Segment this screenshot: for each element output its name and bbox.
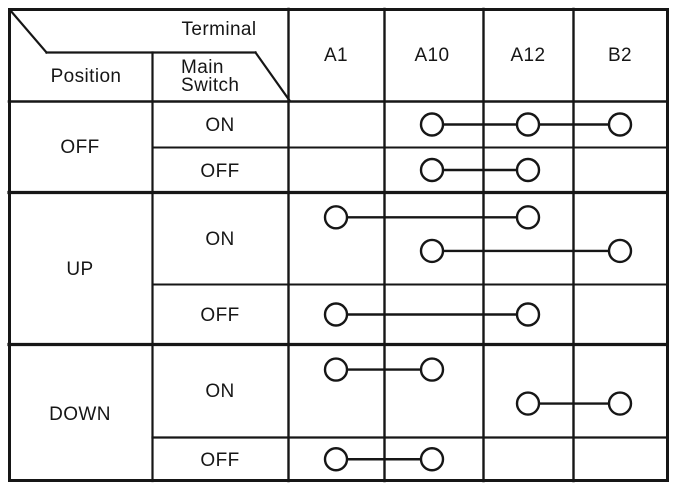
position-row-label-off: OFF <box>60 137 99 158</box>
terminal-contact-circle <box>419 357 445 382</box>
position-row-label-down: DOWN <box>49 404 111 425</box>
main-switch-label-line2: Switch <box>181 75 239 96</box>
switch-state-label: ON <box>205 229 234 250</box>
terminal-contact-circle <box>419 238 445 264</box>
terminal-contact-circle <box>323 447 349 472</box>
position-row-label-up: UP <box>66 259 93 280</box>
main-switch-label-line1: Main <box>181 57 224 78</box>
terminal-contact-circle <box>515 157 541 183</box>
terminal-contact-circle <box>515 302 541 327</box>
terminal-contact-circle <box>323 205 349 230</box>
terminal-contact-circle <box>323 302 349 327</box>
terminal-contact-circle <box>419 157 445 183</box>
terminal-contact-circle <box>515 112 541 137</box>
terminal-col-header-b2: B2 <box>608 45 632 66</box>
terminal-contact-circle <box>607 391 633 416</box>
terminal-col-header-a12: A12 <box>510 45 545 66</box>
terminal-contact-circle <box>607 238 633 264</box>
switch-state-label: ON <box>205 115 234 136</box>
header-diagonal-main-switch <box>253 50 292 103</box>
terminal-contact-circle <box>515 391 541 416</box>
table-outer-border <box>8 8 669 482</box>
header-diagonal-top <box>8 8 49 55</box>
connections-layer <box>323 112 633 472</box>
switch-state-label: OFF <box>200 450 239 471</box>
terminal-contact-circle <box>323 357 349 382</box>
terminal-contact-circle <box>419 447 445 472</box>
position-header-label: Position <box>51 66 122 87</box>
table-labels: Terminal Position Main Switch A1 A10 A12… <box>49 19 632 471</box>
terminal-contact-circle <box>607 112 633 137</box>
terminal-header-label: Terminal <box>182 19 257 40</box>
switch-state-label: OFF <box>200 305 239 326</box>
terminal-col-header-a10: A10 <box>414 45 449 66</box>
terminal-col-header-a1: A1 <box>324 45 348 66</box>
switch-state-label: ON <box>205 381 234 402</box>
switch-state-label: OFF <box>200 161 239 182</box>
terminal-contact-circle <box>515 205 541 230</box>
table-grid <box>7 7 669 483</box>
terminal-contact-circle <box>419 112 445 137</box>
